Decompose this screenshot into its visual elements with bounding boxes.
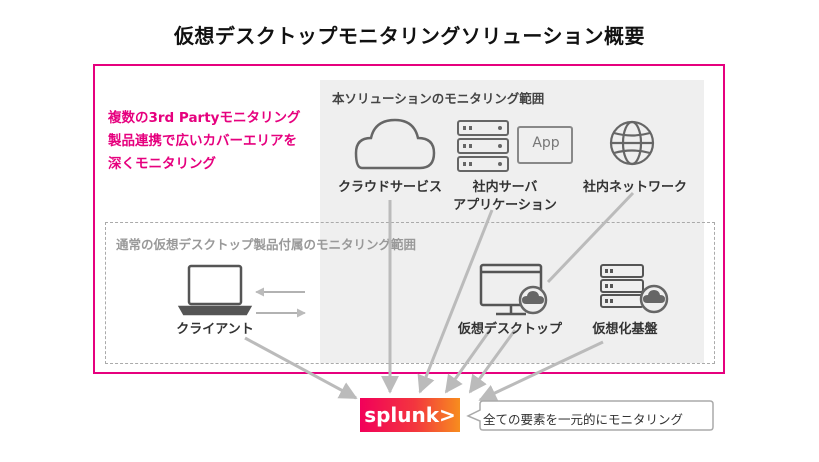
coverage-description: 複数の3rd Partyモニタリング 製品連携で広いカバーエリアを 深くモニタリ… [108,107,328,176]
internal-server-label-line2: アプリケーション [453,198,557,213]
internal-server-label: 社内サーバ アプリケーション [445,179,565,215]
arrows-to-splunk [244,191,635,402]
vdi-scope-area [105,222,715,364]
infra-server-icon [600,264,644,308]
virtual-desktop-label: 仮想デスクトップ [457,322,562,337]
coverage-line-1: 複数の3rd Partyモニタリング [108,110,301,126]
infra-cloud-badge-icon [639,284,669,314]
callout-text: 全ての要素を一元的にモニタリング [483,412,684,427]
desktop-cloud-badge-icon [518,285,548,315]
solution-scope-title: 本ソリューションのモニタリング範囲 [332,91,545,106]
app-badge-label: App [532,135,560,151]
app-window-icon [517,126,573,164]
solution-scope-area [320,80,704,363]
splunk-logo: splunk> [360,398,460,432]
coverage-line-2: 製品連携で広いカバーエリアを [108,133,297,149]
cloud-service-label: クラウドサービス [337,180,442,195]
arrow-vdesktop-2 [468,329,517,394]
arrow-network [546,191,635,284]
overall-frame [93,64,725,374]
vdi-scope-title: 通常の仮想デスクトップ製品付属のモニタリング範囲 [116,237,417,252]
globe-icon [609,120,655,166]
cloud-icon [354,118,436,170]
arrow-client [244,336,358,400]
coverage-line-3: 深くモニタリング [108,156,216,172]
client-label: クライアント [176,322,254,337]
callout-box [466,400,714,431]
virtual-infra-label: 仮想化基盤 [592,322,658,337]
laptop-icon [177,264,253,316]
arrow-vdesktop-1 [444,329,492,394]
arrow-server [417,209,494,394]
page-title: 仮想デスクトップモニタリングソリューション概要 [173,24,646,48]
internal-server-label-line1: 社内サーバ [472,180,538,195]
client-desktop-arrows [255,287,306,318]
monitor-icon [479,263,543,316]
internal-network-label: 社内ネットワーク [582,180,687,195]
arrow-vinfra [478,340,604,402]
server-icon [457,120,509,172]
